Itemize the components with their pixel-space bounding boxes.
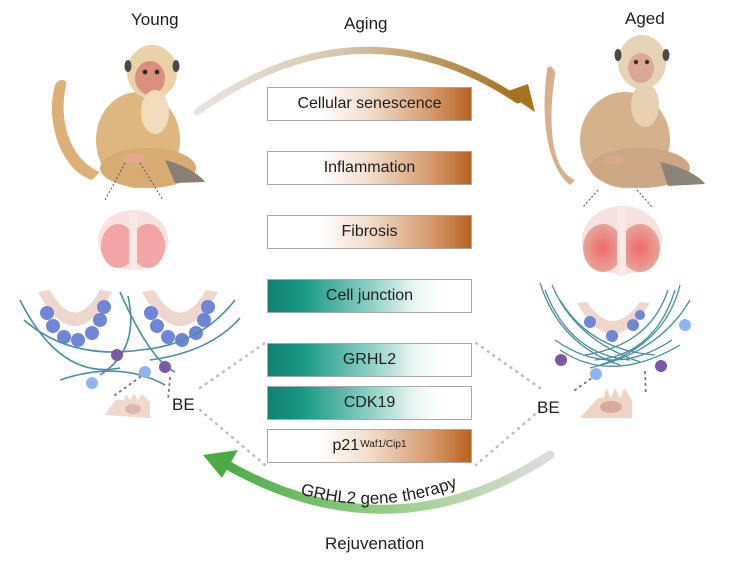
marker-label: GRHL2 (342, 351, 397, 368)
marker-box-cellular-senescence: Cellular senescence (267, 87, 472, 121)
be-label-left: BE (172, 395, 195, 414)
marker-label: CDK19 (343, 394, 396, 411)
aged-cell-dots (574, 371, 647, 396)
young-cell-nucleus (125, 404, 141, 414)
aged-prostate-illustration (582, 206, 662, 276)
marker-box-cell-junction: Cell junction (267, 279, 472, 313)
be-label-right: BE (537, 398, 560, 417)
marker-superscript: Waf1/Cip1 (360, 438, 407, 450)
marker-box-fibrosis: Fibrosis (267, 215, 472, 249)
young-stage-label: Young (131, 10, 179, 29)
marker-box-cdk19: CDK19 (267, 386, 472, 420)
aging-label: Aging (344, 14, 388, 33)
aged-stage-label: Aged (625, 9, 665, 28)
young-cell-dots (114, 374, 171, 401)
young-prostate-illustration (98, 210, 168, 270)
marker-box-grhl2: GRHL2 (267, 343, 472, 377)
young-gland-tissue (19, 290, 241, 389)
marker-label: Fibrosis (341, 223, 398, 240)
dotted-connectors (198, 341, 542, 467)
marker-label: p21 (332, 437, 360, 454)
rejuvenation-arrow (203, 450, 555, 514)
young-zoom-lines (104, 162, 164, 201)
young-monkey-illustration (51, 45, 205, 188)
marker-label: Cell junction (325, 287, 414, 304)
marker-label: Inflammation (323, 159, 416, 176)
aged-gland-tissue (539, 282, 691, 380)
marker-box-inflammation: Inflammation (267, 151, 472, 185)
aged-cell-nucleus (600, 401, 622, 413)
aged-zoom-lines (582, 189, 653, 208)
aging-arrow (193, 46, 535, 116)
marker-label: Cellular senescence (297, 95, 442, 112)
rejuvenation-label: Rejuvenation (325, 534, 425, 553)
aged-monkey-illustration (544, 35, 705, 188)
